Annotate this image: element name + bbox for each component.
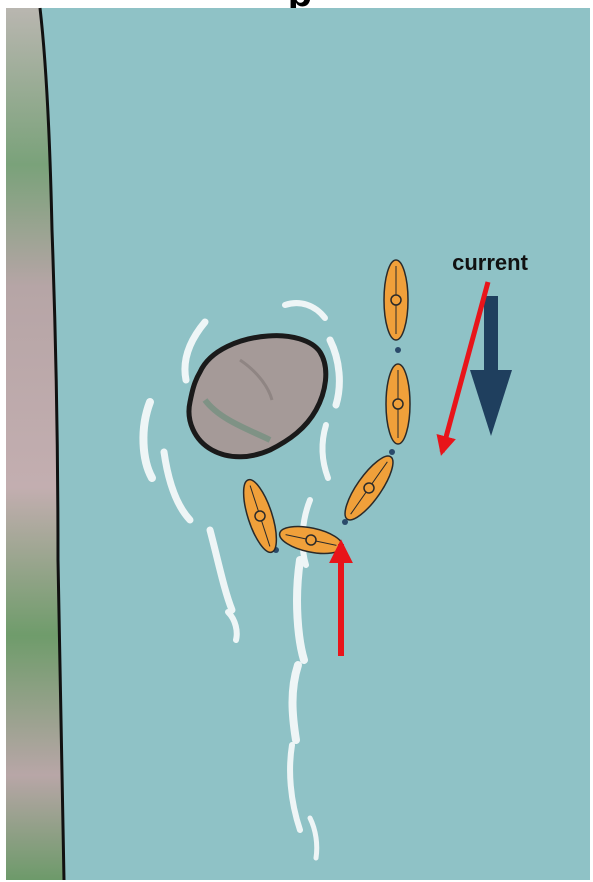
current-label: current [452, 250, 528, 275]
river-water [6, 8, 590, 880]
